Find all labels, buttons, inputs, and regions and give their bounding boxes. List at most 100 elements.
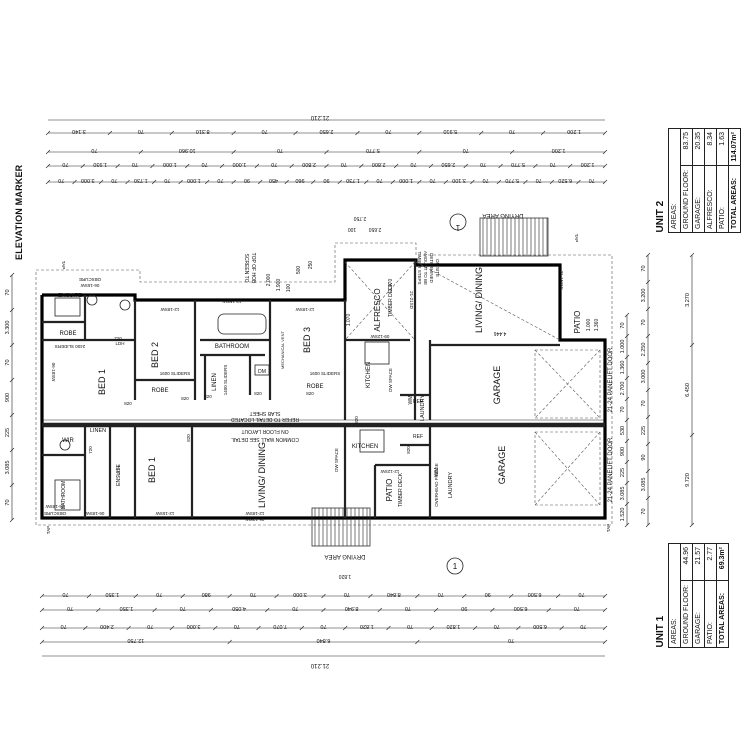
top-dim-row3-tick xyxy=(567,163,573,169)
bottom-dim-row2-label: 70 xyxy=(574,605,580,611)
slab-sheet-note-2: SLAB SHEET xyxy=(250,410,281,416)
bottom-dim-row1-tick xyxy=(368,593,373,599)
bottom-dim-row1-label: 6.500 xyxy=(528,591,542,597)
bottom-dim-row1-tick xyxy=(602,593,608,599)
bottom-dim-row1-label: 70 xyxy=(344,591,350,597)
left-dims-tick xyxy=(9,482,15,488)
bottom-dim-row3-tick xyxy=(83,625,88,631)
bottom-dim-row2-tick xyxy=(602,607,608,613)
window-12-12sw: 12-12SW xyxy=(380,469,400,474)
right-dims-col1-label: 70 xyxy=(620,322,626,328)
top-dim-row1-tick xyxy=(355,130,360,136)
ref-top: REF xyxy=(413,399,423,405)
room-bed1-bottom: BED 1 xyxy=(147,457,157,483)
top-dim-row4-tick xyxy=(45,179,51,185)
top-dim-row3-label: 5.770 xyxy=(511,161,525,167)
bottom-dim-row1-tick xyxy=(86,593,92,599)
bottom-dim-row3-label: 70 xyxy=(234,623,240,629)
right-dims-col1-label: 3.085 xyxy=(620,487,626,501)
top-dim-row4-label: 1.730 xyxy=(346,177,360,183)
right-dims-col1-tick xyxy=(624,396,630,402)
top-dim-row3-tick xyxy=(533,163,538,169)
bottom-dim-row3-tick xyxy=(429,625,434,631)
top-dim-row1-tick xyxy=(293,130,298,136)
garage-top-diag xyxy=(534,349,601,419)
bottom-dim-row2-label: 70 xyxy=(180,605,186,611)
bottom-dim-row1-tick xyxy=(39,593,45,599)
top-dim-row1-label: 70 xyxy=(509,128,515,134)
top-dim-row4-label: 70 xyxy=(589,177,595,183)
top-dim-row4-label: 70 xyxy=(376,177,382,183)
basin-top xyxy=(119,299,131,311)
top-dim-row3-label: 2.800 xyxy=(372,161,386,167)
right-dims-col1-tick xyxy=(624,354,630,360)
shower-bottom xyxy=(54,479,81,511)
timber-steps-1: TIMBER STEPS xyxy=(417,251,422,284)
slab-sheet-note-1: REFER TO DETAIL LOCATED xyxy=(231,416,299,422)
door-820: 820 xyxy=(354,416,359,424)
top-dim-row3-tick xyxy=(115,163,120,169)
top-dim-row2-tick xyxy=(602,149,608,155)
mechanical-vent-note: MECHANICAL VENT xyxy=(280,331,285,369)
bottom-dim-row4-label: 12.750 xyxy=(127,637,144,643)
unit2-row-ground: GROUND FLOOR:83.75 xyxy=(680,128,693,233)
door-820: 820 xyxy=(186,434,191,442)
top-dim-row3-label: 70 xyxy=(341,161,347,167)
bottom-dim-row2-tick xyxy=(96,607,101,613)
top-dim-row4-tick xyxy=(337,179,342,185)
bottom-dim-row3-label: 70 xyxy=(147,623,153,629)
dim-1000: 1.000 xyxy=(586,319,592,332)
top-dim-row2-tick xyxy=(509,149,515,155)
left-dims-tick xyxy=(9,517,15,523)
right-dims-col2-label: 70 xyxy=(641,265,647,271)
top-dim-row3-tick xyxy=(428,163,434,169)
bottom-dim-row3-tick xyxy=(39,625,45,631)
room-patio-top: PATIO xyxy=(573,311,582,334)
dim-1070: 1.070 xyxy=(346,314,352,327)
bottom-dim-row2-tick xyxy=(546,607,551,613)
elevation-marker-bottom-label: 1 xyxy=(453,562,458,571)
top-dim-row3-tick xyxy=(185,163,190,169)
screen-note-2: TOP OF HOB xyxy=(250,253,256,284)
toilet-top xyxy=(86,294,98,306)
top-dim-row1-tick xyxy=(540,130,546,136)
top-dim-row4-label: 70 xyxy=(536,177,542,183)
room-alfresco: ALFRESCO xyxy=(373,288,382,331)
garage-top-outline xyxy=(534,349,601,419)
room-bathroom: BATHROOM xyxy=(215,344,249,350)
right-dims-col1-tick xyxy=(624,375,630,381)
top-dim-row3-label: 2.650 xyxy=(441,161,455,167)
right-dims-col2-label: 70 xyxy=(641,319,647,325)
right-dims-col2-label: 2.250 xyxy=(641,343,647,357)
top-dim-row3-label: 70 xyxy=(62,161,68,167)
right-dims-col2-tick xyxy=(645,333,651,339)
bottom-dim-row3-label: 70 xyxy=(580,623,586,629)
top-dim-row1-tick xyxy=(169,130,174,136)
bottom-dim-row4-label: 70 xyxy=(508,637,514,643)
tap-top-left: TAP xyxy=(61,261,66,269)
dim-3070: 3.070 xyxy=(388,279,394,292)
room-linen-top: LINEN xyxy=(212,373,218,391)
top-dim-row4-tick xyxy=(231,179,236,185)
right-dims-col2-tick xyxy=(645,414,651,420)
bottom-dim-row1-label: 8.840 xyxy=(387,591,401,597)
top-dim-row4-tick xyxy=(417,179,422,185)
top-dim-row3-label: 1.000 xyxy=(233,161,247,167)
window-06-18sw-bath: 06-18SW xyxy=(45,504,65,509)
left-dims-label: 3.085 xyxy=(5,461,11,475)
top-dim-row4-tick xyxy=(470,179,475,185)
unit1-areas-table: UNIT 1 AREAS: GROUND FLOOR:44.96 GARAGE:… xyxy=(655,543,729,648)
bottom-dim-row1-tick xyxy=(274,593,279,599)
window-12-18sw-bed3: 12-18SW xyxy=(295,307,315,312)
top-dim-row2-label: 70 xyxy=(91,147,97,153)
top-dim-row1-tick xyxy=(231,130,236,136)
top-dim-row4-label: 1.730 xyxy=(134,177,148,183)
dw-space-bottom: DW SPACE xyxy=(334,448,339,472)
top-dim-row3-tick xyxy=(254,163,260,169)
room-living-dining-top: LIVING/ DINING xyxy=(474,267,484,333)
dim-1900: 1.900 xyxy=(276,279,282,292)
window-12-18sw-living: 12-18SW xyxy=(245,511,265,516)
top-dim-row4-label: 70 xyxy=(430,177,436,183)
dm-box xyxy=(254,364,270,376)
room-bed3: BED 3 xyxy=(302,327,312,353)
